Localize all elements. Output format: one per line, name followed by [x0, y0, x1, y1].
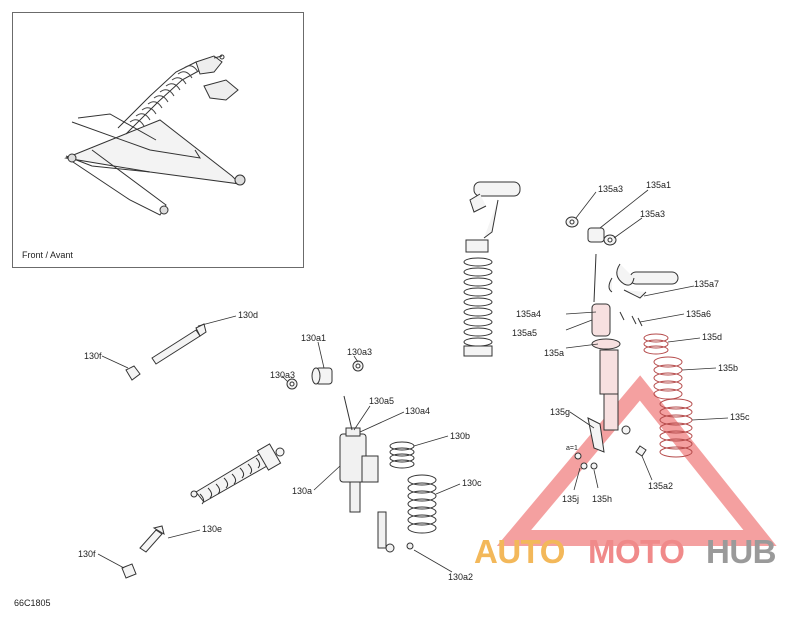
spring-130b — [389, 441, 415, 469]
callout-130d: 130d — [238, 310, 259, 320]
reservoir-135a7 — [608, 263, 679, 299]
spring-130c — [407, 474, 437, 534]
pins-135a6 — [619, 311, 643, 327]
callout-135a: 135a — [544, 348, 565, 358]
spring-135b — [653, 356, 683, 400]
callout-130b: 130b — [450, 431, 471, 441]
callout-130a2: 130a2 — [448, 572, 474, 582]
watermark-auto: AUTO — [474, 533, 565, 570]
callout-135d: 135d — [702, 332, 723, 342]
callout-130f-top: 130f — [84, 351, 102, 361]
callout-135g: 135g — [550, 407, 571, 417]
leader-lines — [97, 189, 729, 573]
callout-130f-bottom: 130f — [78, 549, 96, 559]
front-view-inset — [12, 12, 304, 268]
callout-135b: 135b — [718, 363, 739, 373]
inset-suspension-sketch — [64, 54, 246, 216]
bolt-130d — [151, 323, 207, 365]
callout-135a6: 135a6 — [686, 309, 712, 319]
shock-130-assembled — [190, 443, 285, 505]
spring-135d — [643, 333, 669, 355]
callout-135a4: 135a4 — [516, 309, 542, 319]
callout-130a3-right: 130a3 — [347, 347, 373, 357]
shock-body-130a — [339, 395, 414, 553]
callout-135j: 135j — [562, 494, 580, 504]
shock-135-assembled — [463, 181, 521, 357]
callout-135a3-top: 135a3 — [598, 184, 624, 194]
callout-130a5: 130a5 — [369, 396, 395, 406]
callout-135h: 135h — [592, 494, 613, 504]
nut-130f-top — [125, 365, 141, 381]
callout-135a7: 135a7 — [694, 279, 720, 289]
shock-body-135a — [591, 253, 621, 431]
watermark-hub: HUB — [706, 533, 777, 570]
callout-130a: 130a — [292, 486, 313, 496]
callout-130a3-left: 130a3 — [270, 370, 296, 380]
callout-130a4: 130a4 — [405, 406, 431, 416]
callout-135a5: 135a5 — [512, 328, 538, 338]
callout-135a1: 135a1 — [646, 180, 672, 190]
callout-135a2: 135a2 — [648, 481, 674, 491]
callout-135c: 135c — [730, 412, 750, 422]
watermark-moto: MOTO — [588, 533, 685, 570]
callout-small-note: a=1 — [566, 445, 578, 452]
spring-135c — [659, 398, 693, 458]
inset-caption: Front / Avant — [22, 250, 73, 260]
callout-130c: 130c — [462, 478, 482, 488]
callout-130a1: 130a1 — [301, 333, 327, 343]
callout-130e: 130e — [202, 524, 223, 534]
callout-135a3-mid: 135a3 — [640, 209, 666, 219]
bushing-135a1 — [565, 216, 617, 246]
diagram-id: 66C1805 — [14, 598, 51, 608]
watermark-triangle — [496, 375, 777, 546]
bushing-130a1 — [286, 360, 364, 390]
bolt-130e — [139, 525, 165, 553]
nut-130f-bottom — [121, 563, 137, 579]
